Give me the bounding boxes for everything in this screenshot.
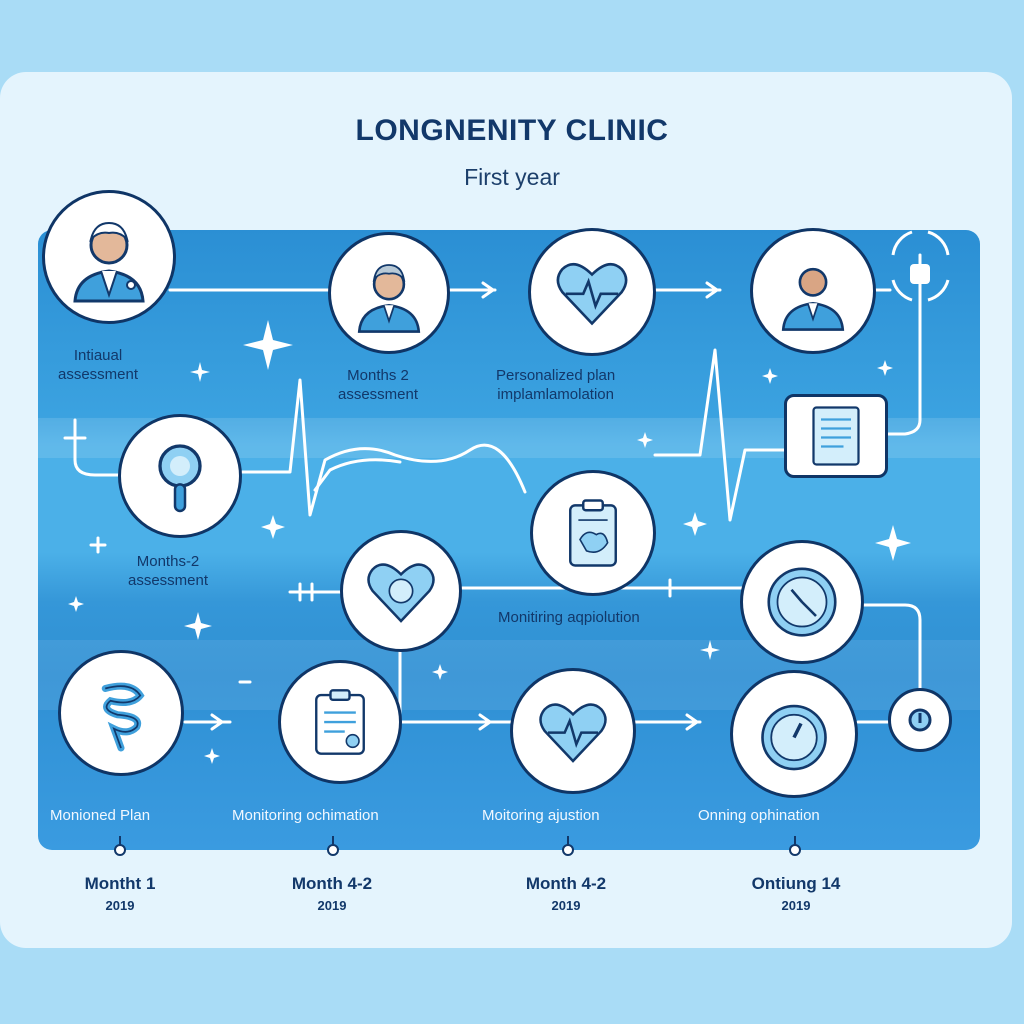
heart-pulse-icon (556, 262, 628, 326)
diagram-title: LONGNENITY CLINIC (355, 114, 669, 147)
timeline-year: 2019 (105, 898, 135, 913)
timeline-dot (327, 844, 339, 856)
timeline-month: Month 4-2 (291, 874, 373, 893)
stopwatch-icon (761, 704, 827, 771)
timeline-year: 2019 (781, 898, 811, 913)
clock-icon (767, 567, 837, 637)
doctor-icon (781, 267, 845, 331)
timeline-dot (562, 844, 574, 856)
doctor-icon-node (328, 232, 450, 354)
timeline-month: Month 4-2 (525, 874, 607, 893)
clipboard-icon (315, 689, 365, 755)
heart-icon (367, 563, 435, 623)
timeline-month: Montht 1 (84, 874, 156, 893)
timeline-dot (114, 844, 126, 856)
magnifier-icon-node (118, 414, 242, 538)
timeline-year: 2019 (317, 898, 347, 913)
heart-pulse-icon (539, 703, 607, 763)
timeline-year: 2019 (551, 898, 581, 913)
clipboard-icon-node (530, 470, 656, 596)
doctor-icon-node (750, 228, 876, 354)
target-icon (908, 708, 932, 732)
stage-label: Moitoring ajustion (482, 807, 600, 824)
diagram-subtitle: First year (464, 164, 560, 190)
timeline-entry: Month 4-2 2019 (272, 874, 392, 913)
stage-label: Monioned Plan (50, 807, 151, 824)
timeline-entry: Montht 1 2019 (60, 874, 180, 913)
spiral-icon-node (58, 650, 184, 776)
heart-pulse-icon-node (528, 228, 656, 356)
clipboard-icon-node (278, 660, 402, 784)
stopwatch-icon-node (730, 670, 858, 798)
spiral-icon (101, 682, 145, 752)
doctor-icon (73, 221, 145, 303)
magnifier-icon (158, 444, 202, 513)
timeline-entry: Ontiung 14 2019 (726, 874, 866, 913)
timeline-dot (789, 844, 801, 856)
timeline-entry: Month 4-2 2019 (506, 874, 626, 913)
clock-icon-node (740, 540, 864, 664)
timeline-month: Ontiung 14 (751, 874, 841, 893)
doctor-icon (357, 264, 421, 333)
stage-label: Onning ophination (698, 807, 820, 824)
clipboard-icon (569, 499, 617, 567)
doctor-icon-node (42, 190, 176, 324)
heart-pulse-icon-node (510, 668, 636, 794)
document-icon-node (784, 394, 888, 478)
heart-icon-node (340, 530, 462, 652)
stage-label: Monitiring aqpiolution (498, 609, 640, 626)
stage-label: Monitoring ochimation (232, 807, 379, 824)
document-icon (812, 406, 860, 466)
end-node (888, 688, 952, 752)
